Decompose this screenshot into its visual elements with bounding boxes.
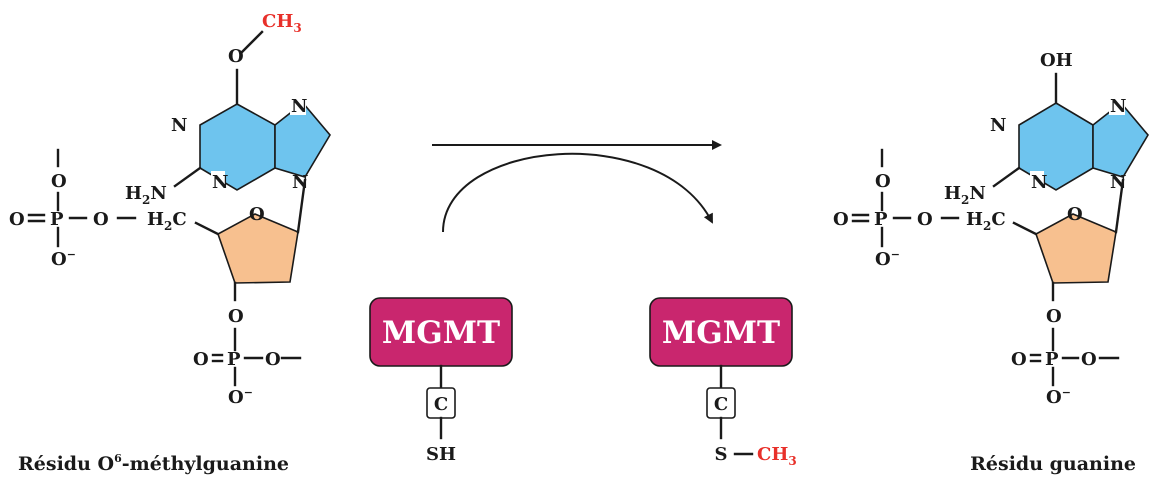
right-ring-n7: N — [1110, 96, 1126, 117]
right-ring-n1: N — [990, 115, 1006, 136]
right-phosphate-bottom-p: P — [1045, 349, 1059, 370]
right-sugar-ring — [1035, 213, 1117, 284]
enzyme-after-residue: C — [714, 394, 728, 415]
enzyme-after-methyl: CH3 — [757, 444, 797, 468]
reaction-arrows — [432, 140, 722, 233]
left-amino-group: H2N — [125, 183, 167, 207]
left-sugar-ring — [217, 213, 299, 284]
left-phosphate-bottom-p: P — [227, 349, 241, 370]
left-phosphate-top-p: P — [50, 209, 64, 230]
left-molecule: O CH3 N N N N H2N H2C O O O P O O− O O P… — [9, 11, 331, 475]
enzyme-before-residue: C — [434, 394, 448, 415]
right-phosphate-bottom-double-o: O — [1011, 349, 1027, 370]
right-caption: Résidu guanine — [970, 453, 1136, 475]
left-phosphate-top-o-minus: O− — [51, 248, 76, 270]
enzyme-after: MGMT C S CH3 — [649, 297, 797, 468]
right-amino-group: H2N — [944, 183, 986, 207]
right-ring-n3: N — [1031, 172, 1047, 193]
right-phosphate-top-double-o: O — [833, 209, 849, 230]
enzyme-before-thiol: SH — [426, 444, 456, 465]
enzyme-after-label: MGMT — [662, 315, 780, 351]
enzyme-before-label: MGMT — [382, 315, 500, 351]
left-caption: Résidu O6-méthylguanine — [18, 452, 289, 475]
left-phosphate-bottom-ester-o: O — [265, 349, 281, 370]
left-phosphate-bottom-o-minus: O− — [228, 386, 253, 408]
right-phosphate-top-o-minus: O− — [875, 248, 900, 270]
left-phosphate-top-o: O — [51, 171, 67, 192]
left-ether-oxygen: O — [228, 46, 244, 67]
right-ring-n9: N — [1110, 172, 1126, 193]
right-phosphate-top-o: O — [875, 171, 891, 192]
enzyme-after-sulfur: S — [715, 444, 728, 465]
right-phosphate-bottom-o-minus: O− — [1046, 386, 1071, 408]
methyl-transfer-arrow — [442, 152, 713, 233]
left-phosphate-bottom-double-o: O — [193, 349, 209, 370]
right-hydroxyl: OH — [1040, 50, 1073, 71]
left-ring-n7: N — [291, 96, 307, 117]
left-methyl-group: CH3 — [262, 11, 302, 35]
left-phosphate-top-double-o: O — [9, 209, 25, 230]
right-molecule: OH N N N N H2N H2C O O O P O O− O O P O … — [833, 50, 1149, 475]
left-ring-n3: N — [212, 172, 228, 193]
left-sugar-oxygen: O — [249, 204, 265, 225]
left-phosphate-bottom-o: O — [228, 306, 244, 327]
right-ch2-group: H2C — [966, 209, 1006, 233]
enzyme-before: MGMT C SH — [369, 297, 513, 465]
right-phosphate-bottom-ester-o: O — [1081, 349, 1097, 370]
right-phosphate-top-ester-o: O — [917, 209, 933, 230]
left-phosphate-top-ester-o: O — [93, 209, 109, 230]
right-phosphate-bottom-o: O — [1046, 306, 1062, 327]
left-ch2-group: H2C — [147, 209, 187, 233]
left-ring-n1: N — [171, 115, 187, 136]
right-phosphate-top-p: P — [874, 209, 888, 230]
right-sugar-oxygen: O — [1067, 204, 1083, 225]
left-ring-n9: N — [292, 172, 308, 193]
